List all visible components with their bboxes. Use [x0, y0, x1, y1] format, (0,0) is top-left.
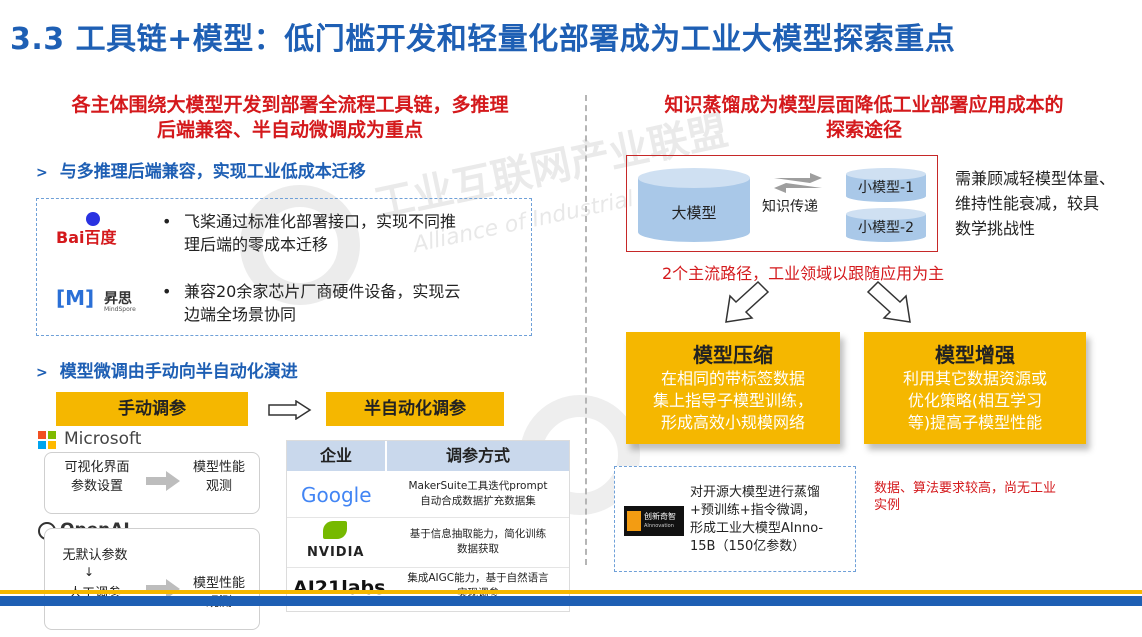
bullet-mindspore: • 兼容20余家芯片厂商硬件设备，实现云 边端全场景协同	[162, 282, 461, 324]
case-text: 对开源大模型进行蒸馏+预训练+指令微调，形成工业大模型AInno-15B（150…	[690, 485, 824, 554]
table-header-company: 企业	[287, 441, 385, 471]
chevron-right-icon: >	[36, 365, 48, 381]
section1-heading: >与多推理后端兼容，实现工业低成本迁移	[36, 162, 366, 182]
nvidia-eye-icon	[323, 521, 347, 539]
nvidia-logo: NVIDIA	[307, 545, 365, 560]
microsoft-arrow-icon	[146, 470, 182, 496]
arrow-down-left-icon	[718, 280, 770, 328]
model-enhance-title: 模型增强	[935, 343, 1015, 367]
microsoft-right-text: 模型性能观测	[192, 460, 245, 494]
chevron-right-icon: >	[36, 165, 48, 181]
distillation-diagram	[626, 155, 938, 252]
section2-heading: >模型微调由手动向半自动化演进	[36, 362, 298, 382]
microsoft-left-text: 可视化界面参数设置	[64, 460, 130, 494]
enhance-note: 数据、算法要求较高，尚无工业实例	[874, 481, 1057, 513]
column-divider	[585, 95, 587, 565]
openai-top-text: 无默认参数	[62, 548, 128, 563]
arrow-right-icon	[268, 399, 312, 421]
baidu-logo: Bai百度	[56, 212, 136, 247]
openai-arrow-icon	[146, 578, 182, 604]
small-model-2-cylinder: 小模型-2	[846, 208, 926, 242]
side-note: 需兼顾减轻模型体量、维持性能衰减，较具数学挑战性	[955, 169, 1116, 238]
left-headline: 各主体围绕大模型开发到部署全流程工具链，多推理 后端兼容、半自动微调成为重点	[71, 94, 509, 141]
openai-flow-box	[44, 528, 260, 630]
microsoft-windows-icon	[38, 431, 56, 449]
footer-accent-bar	[0, 590, 1142, 594]
table-row: NVIDIA 基于信息抽取能力，简化训练数据获取	[287, 517, 569, 568]
table-cell-method: 基于信息抽取能力，简化训练数据获取	[409, 528, 547, 555]
footer-bar	[0, 596, 1142, 606]
model-enhance-card: 模型增强 利用其它数据资源或优化策略(相互学习等)提高子模型性能	[864, 332, 1086, 444]
paths-note: 2个主流路径，工业领域以跟随应用为主	[662, 264, 945, 283]
transfer-label: 知识传递	[762, 199, 818, 215]
arrow-down-right-icon	[866, 280, 918, 328]
ainnovation-mark-icon	[627, 511, 641, 531]
page-title: 3.3 工具链+模型：低门槛开发和轻量化部署成为工业大模型探索重点	[10, 22, 956, 57]
model-compress-title: 模型压缩	[693, 343, 773, 367]
model-compress-card: 模型压缩 在相同的带标签数据集上指导子模型训练，形成高效小规模网络	[626, 332, 840, 444]
right-headline: 知识蒸馏成为模型层面降低工业部署应用成本的 探索途径	[664, 94, 1064, 141]
manual-tuning-bar: 手动调参	[56, 392, 248, 426]
mindspore-logo: [M] 昇思 MindSpore	[56, 286, 136, 313]
openai-down-arrow-icon: ↓	[84, 565, 95, 579]
google-logo: Google	[301, 483, 372, 507]
ainnovation-logo: 创新奇智 AInnovation	[624, 506, 684, 536]
model-enhance-body: 利用其它数据资源或优化策略(相互学习等)提高子模型性能	[902, 369, 1047, 432]
model-compress-body: 在相同的带标签数据集上指导子模型训练，形成高效小规模网络	[652, 369, 813, 432]
transfer-arrows-icon	[772, 172, 824, 198]
small-model-1-cylinder: 小模型-1	[846, 168, 926, 202]
baidu-paw-icon	[86, 212, 100, 226]
big-model-cylinder: 大模型	[638, 168, 750, 242]
table-header-method: 调参方式	[387, 441, 569, 471]
section1-box	[36, 198, 532, 336]
bullet-paddle: • 飞桨通过标准化部署接口，实现不同推 理后端的零成本迁移	[162, 212, 457, 254]
semi-auto-tuning-bar: 半自动化调参	[326, 392, 504, 426]
